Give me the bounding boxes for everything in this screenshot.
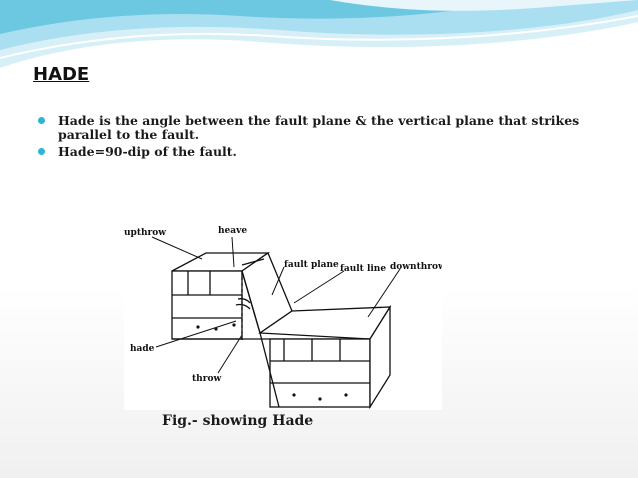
header-wave-banner: [0, 0, 638, 80]
slide-title: HADE: [33, 64, 90, 85]
fault-diagram: upthrow heave fault plane fault line dow…: [124, 223, 442, 410]
label-downthrow: downthrow: [390, 262, 442, 272]
label-heave: heave: [218, 226, 247, 236]
bullet-item: Hade=90-dip of the fault.: [38, 145, 598, 159]
label-fault-plane: fault plane: [284, 260, 339, 270]
bullet-text: Hade is the angle between the fault plan…: [58, 113, 580, 142]
bullet-dot-icon: [38, 117, 45, 124]
bullet-list: Hade is the angle between the fault plan…: [38, 114, 598, 162]
label-hade: hade: [130, 344, 155, 354]
figure-caption: Fig.- showing Hade: [162, 413, 314, 429]
label-upthrow: upthrow: [124, 228, 166, 238]
bullet-text: Hade=90-dip of the fault.: [58, 144, 237, 159]
bullet-dot-icon: [38, 148, 45, 155]
label-fault-line: fault line: [340, 264, 386, 274]
label-throw: throw: [192, 374, 221, 384]
bullet-item: Hade is the angle between the fault plan…: [38, 114, 598, 142]
